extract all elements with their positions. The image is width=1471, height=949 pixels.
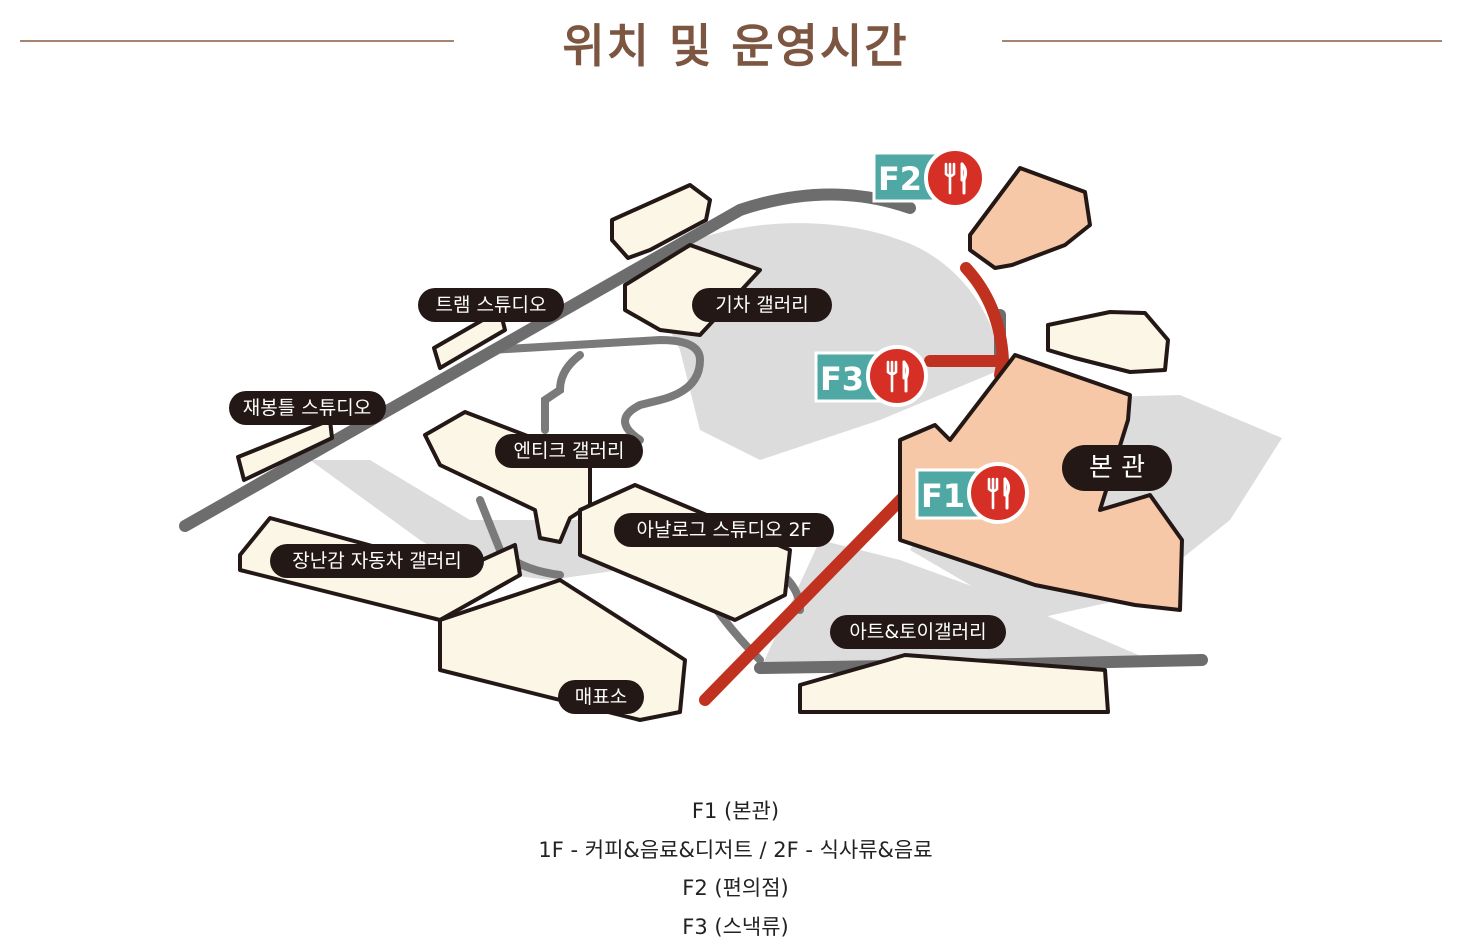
label-ticket-office: 매표소 [558,680,644,714]
sewing-studio-building [236,418,334,482]
annex-building [1046,310,1170,374]
operating-info: F1 (본관) 1F - 커피&음료&디저트 / 2F - 식사류&음료 F2 … [0,792,1471,946]
label-sewing-studio: 재봉틀 스튜디오 [229,391,386,425]
title-rule-right [1002,40,1442,42]
info-line-f1-detail: 1F - 커피&음료&디저트 / 2F - 식사류&음료 [538,837,933,862]
svg-text:F1: F1 [921,477,965,515]
arttoy-gallery-building [798,653,1110,714]
label-antique-gallery: 엔티크 갤러리 [495,434,643,468]
svg-text:본 관: 본 관 [1089,453,1145,483]
analog-studio-building [578,483,792,622]
svg-text:트램 스튜디오: 트램 스튜디오 [436,294,547,316]
train-gallery-building [623,243,762,337]
svg-text:엔티크 갤러리: 엔티크 갤러리 [514,440,625,462]
svg-text:F2: F2 [878,160,922,198]
info-line-f3: F3 (스낵류) [682,914,789,939]
label-tram-studio: 트램 스튜디오 [418,288,564,322]
info-line-f1: F1 (본관) [691,799,780,823]
title-rule-left [20,40,454,42]
label-toycar-gallery: 장난감 자동차 갤러리 [270,544,484,578]
svg-text:아트&토이갤러리: 아트&토이갤러리 [849,621,986,643]
label-arttoy-gallery: 아트&토이갤러리 [830,615,1006,649]
label-main-building: 본 관 [1062,445,1172,491]
svg-text:매표소: 매표소 [575,686,627,708]
header: 위치 및 운영시간 [0,0,1471,90]
svg-text:기차 갤러리: 기차 갤러리 [715,294,808,316]
route-line [699,262,1010,706]
badge-f3: F3 [814,345,928,407]
svg-text:아날로그 스튜디오 2F: 아날로그 스튜디오 2F [637,519,812,541]
main-building [898,353,1184,612]
svg-text:재봉틀 스튜디오: 재봉틀 스튜디오 [243,397,371,419]
page-title: 위치 및 운영시간 [562,19,909,73]
route-f1-south [699,474,926,706]
info-line-f2: F2 (편의점) [682,876,789,900]
tram-studio-building [432,308,507,370]
dining-icon-f2 [924,147,986,209]
south-ground [310,460,620,580]
svg-text:장난감 자동차 갤러리: 장난감 자동차 갤러리 [292,550,461,572]
venue-map: 트램 스튜디오 기차 갤러리 재봉틀 스튜디오 엔티크 갤러리 아날로그 스튜디… [179,147,1282,722]
badge-f1: F1 [915,462,1029,524]
dining-icon-f1 [967,462,1029,524]
label-train-gallery: 기차 갤러리 [692,288,832,322]
map-labels: 트램 스튜디오 기차 갤러리 재봉틀 스튜디오 엔티크 갤러리 아날로그 스튜디… [229,288,1172,714]
label-analog-studio: 아날로그 스튜디오 2F [614,513,834,547]
dining-icon-f3 [866,345,928,407]
badge-f2: F2 [872,147,986,209]
svg-text:F3: F3 [820,360,864,398]
train-engine [610,183,712,260]
f2-building [968,166,1092,270]
